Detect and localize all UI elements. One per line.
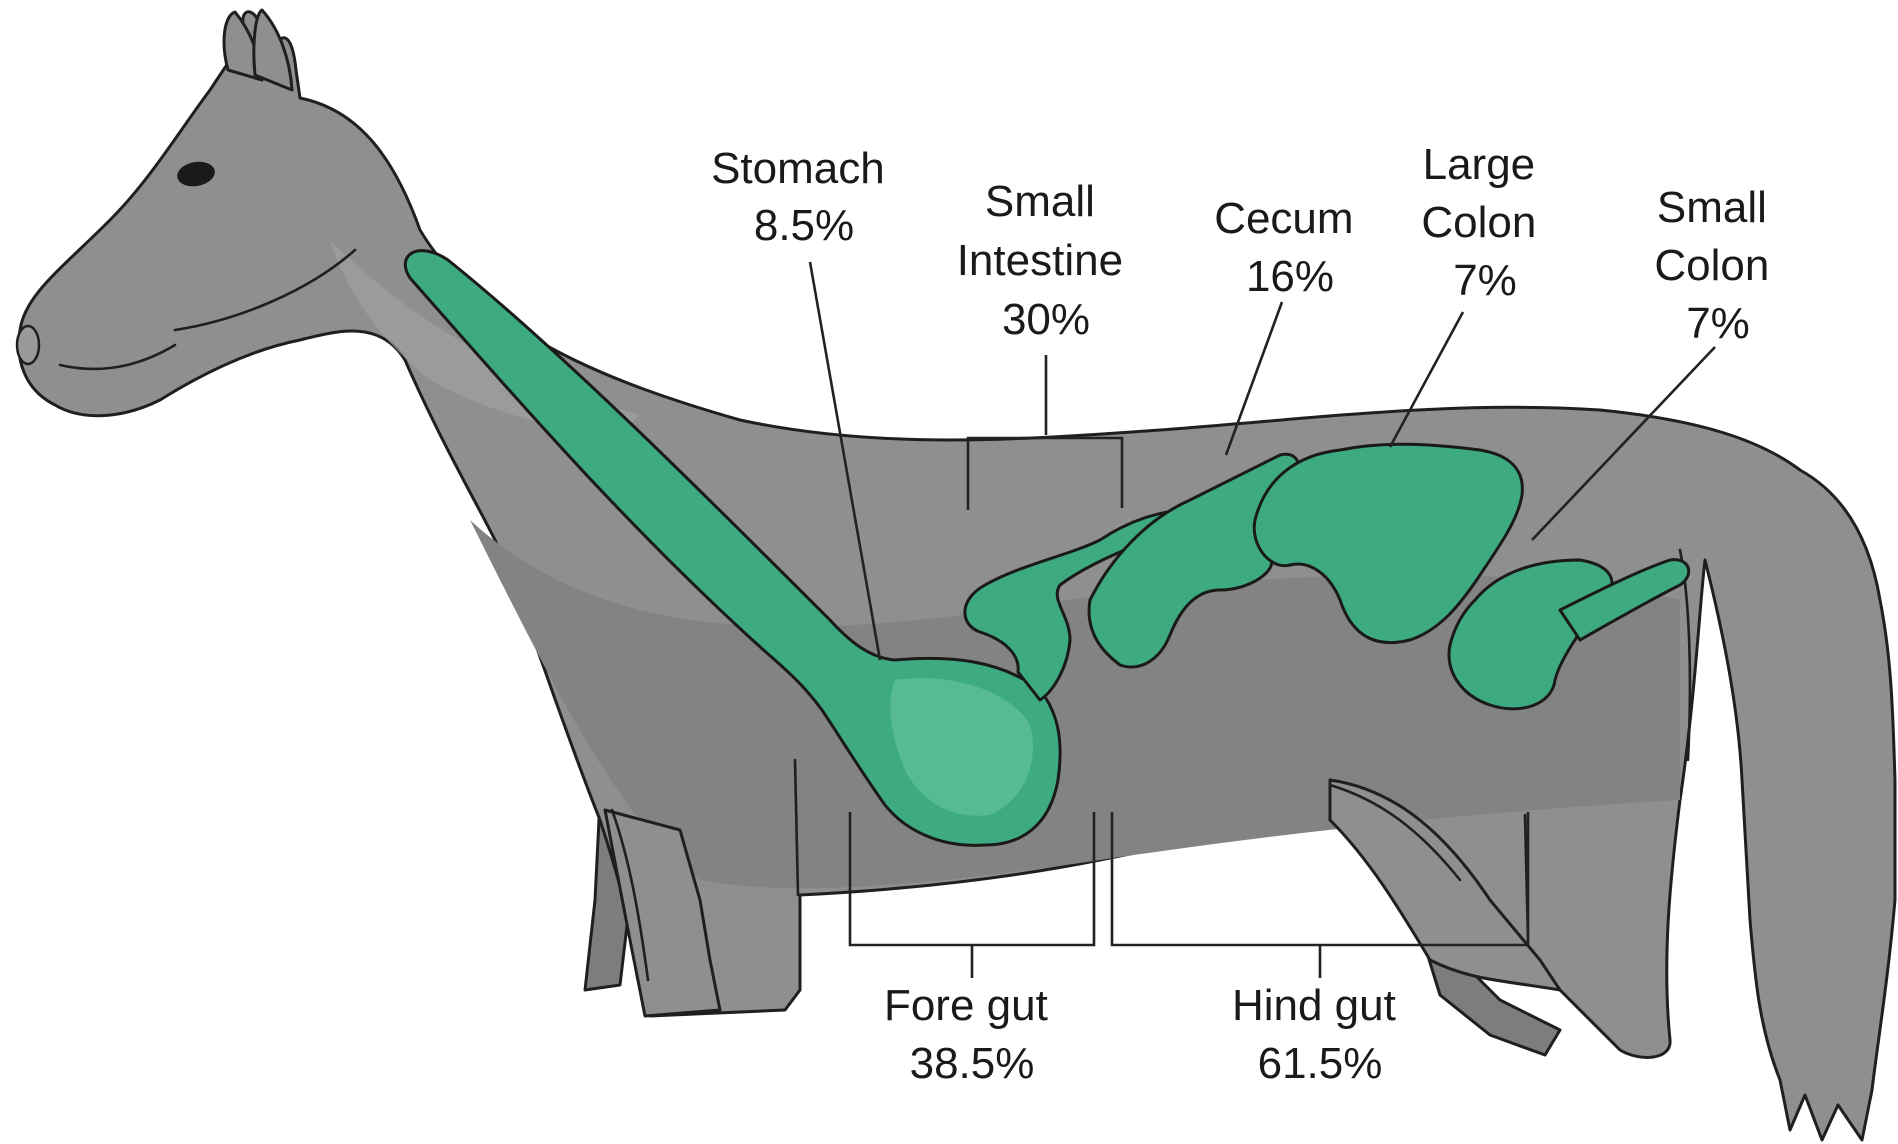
small-intestine-name-2: Intestine <box>957 236 1123 285</box>
small-colon-label: Small Colon 7% <box>1654 183 1781 348</box>
large-colon-percent: 7% <box>1453 256 1517 305</box>
small-colon-name-2: Colon <box>1654 241 1769 290</box>
small-intestine-percent: 30% <box>1002 295 1090 344</box>
large-colon-label: Large Colon 7% <box>1421 140 1548 305</box>
stomach-percent: 8.5% <box>754 201 854 250</box>
fore-gut-percent: 38.5% <box>910 1039 1035 1088</box>
nostril <box>17 326 39 364</box>
hind-gut-label: Hind gut 61.5% <box>1232 981 1408 1088</box>
small-intestine-name-1: Small <box>985 177 1095 226</box>
cecum-label: Cecum 16% <box>1214 194 1366 301</box>
fore-gut-name: Fore gut <box>884 981 1048 1030</box>
hind-gut-name: Hind gut <box>1232 981 1396 1030</box>
stomach-label: Stomach 8.5% <box>711 144 897 250</box>
small-colon-name-1: Small <box>1657 183 1767 232</box>
small-colon-percent: 7% <box>1686 299 1750 348</box>
fore-gut-label: Fore gut 38.5% <box>884 981 1060 1088</box>
large-colon-name-2: Colon <box>1421 198 1536 247</box>
horse-silhouette <box>17 10 1895 1140</box>
horse-body <box>19 12 1895 1140</box>
hind-gut-percent: 61.5% <box>1258 1039 1383 1088</box>
large-colon-name-1: Large <box>1423 140 1536 189</box>
stomach-name: Stomach <box>711 144 885 193</box>
cecum-name: Cecum <box>1214 194 1353 243</box>
small-intestine-label: Small Intestine 30% <box>957 177 1136 344</box>
cecum-percent: 16% <box>1246 252 1334 301</box>
